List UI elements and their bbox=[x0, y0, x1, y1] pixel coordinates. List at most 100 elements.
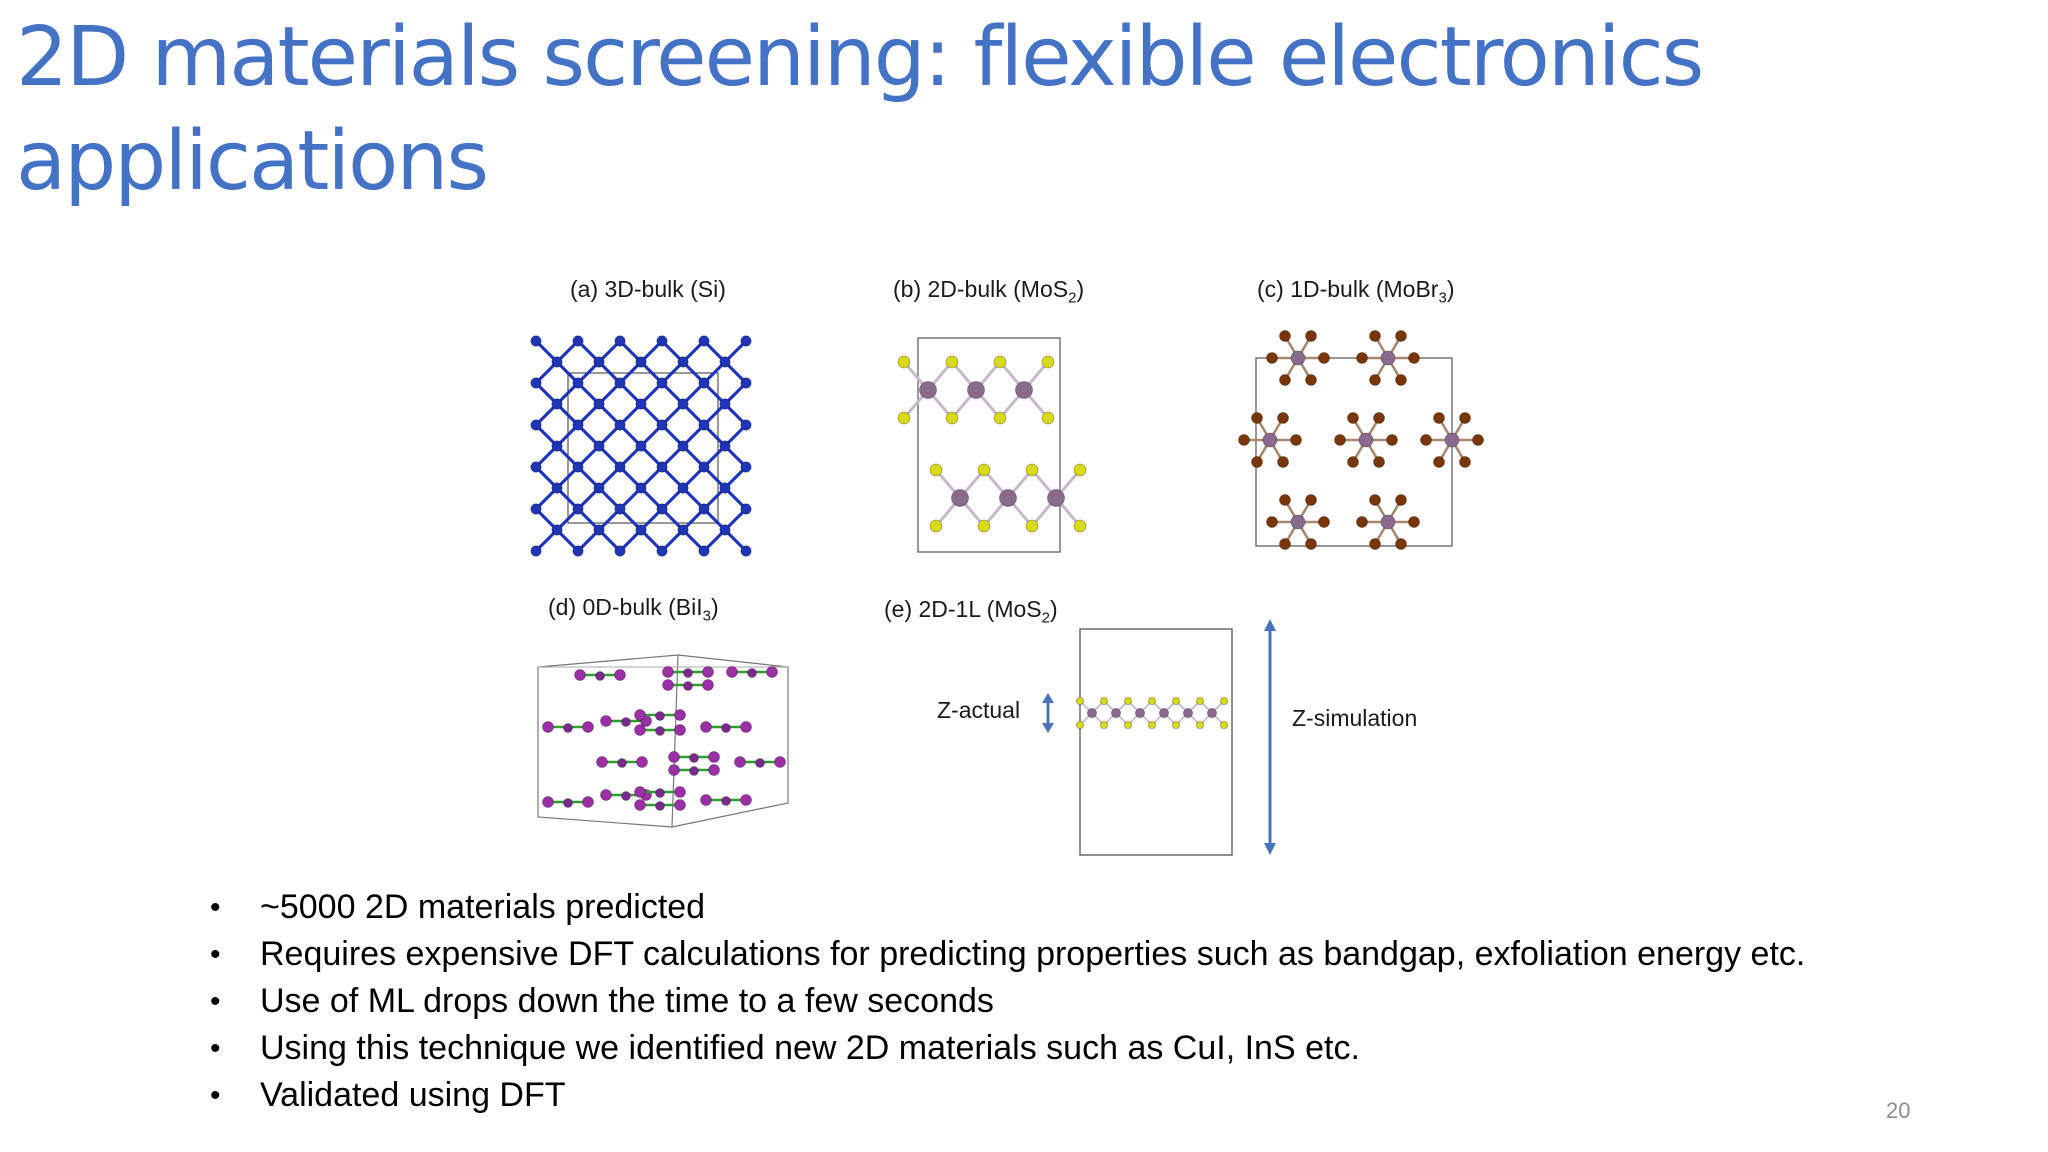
bismuth-atom bbox=[563, 723, 573, 733]
bismuth-atom bbox=[689, 753, 699, 763]
z-actual-label: Z-actual bbox=[937, 697, 1021, 723]
bullet-item: •Use of ML drops down the time to a few … bbox=[205, 978, 1805, 1025]
panel-label-b: (b) 2D-bulk (MoS2) bbox=[893, 276, 1085, 307]
si-atom bbox=[593, 440, 605, 452]
bismuth-atom bbox=[621, 717, 631, 727]
bismuth-atom bbox=[595, 671, 605, 681]
bromine-atom bbox=[1277, 412, 1289, 424]
si-atom bbox=[635, 482, 647, 494]
bromine-atom bbox=[1279, 374, 1291, 386]
bromine-atom bbox=[1318, 352, 1330, 364]
iodine-atom bbox=[774, 756, 786, 768]
bromine-atom bbox=[1408, 352, 1420, 364]
sulfur-atom bbox=[1076, 697, 1085, 706]
bromine-atom bbox=[1251, 456, 1263, 468]
bromine-atom bbox=[1347, 456, 1359, 468]
iodine-atom bbox=[542, 721, 554, 733]
sulfur-atom bbox=[1148, 721, 1157, 730]
iodine-atom bbox=[708, 751, 720, 763]
si-atom bbox=[656, 545, 668, 557]
iodine-atom bbox=[668, 764, 680, 776]
sulfur-atom bbox=[1195, 697, 1204, 706]
iodine-atom bbox=[700, 794, 712, 806]
bullet-dot-icon: • bbox=[210, 891, 221, 924]
si-atom bbox=[551, 356, 563, 368]
bromine-atom bbox=[1266, 516, 1278, 528]
molybdenum-atom bbox=[919, 381, 937, 399]
panel-label-c: (c) 1D-bulk (MoBr3) bbox=[1257, 276, 1455, 307]
sulfur-atom bbox=[993, 411, 1007, 425]
iodine-atom bbox=[582, 796, 594, 808]
bromine-atom bbox=[1395, 494, 1407, 506]
slide-title: 2D materials screening: flexible electro… bbox=[16, 10, 1704, 209]
bullet-item: •Requires expensive DFT calculations for… bbox=[205, 931, 1805, 978]
bromine-atom bbox=[1395, 374, 1407, 386]
iodine-atom bbox=[582, 721, 594, 733]
iodine-atom bbox=[702, 666, 714, 678]
si-lattice-diagram bbox=[530, 335, 752, 557]
iodine-atom bbox=[634, 724, 646, 736]
bullet-item: •~5000 2D materials predicted bbox=[205, 884, 1805, 931]
page-number: 20 bbox=[1886, 1098, 1911, 1123]
molybdenum-atom bbox=[1135, 708, 1146, 719]
bullet-dot-icon: • bbox=[210, 1032, 221, 1065]
bismuth-atom bbox=[689, 766, 699, 776]
iodine-atom bbox=[542, 796, 554, 808]
molybdenum-atom bbox=[1358, 432, 1374, 448]
bromine-atom bbox=[1290, 434, 1302, 446]
sulfur-atom bbox=[1219, 721, 1228, 730]
unit-cell bbox=[1079, 628, 1233, 856]
si-atom bbox=[740, 545, 752, 557]
molybdenum-atom bbox=[1111, 708, 1122, 719]
si-atom bbox=[740, 419, 752, 431]
si-atom bbox=[740, 377, 752, 389]
si-atom bbox=[614, 335, 626, 347]
sulfur-atom bbox=[929, 463, 943, 477]
si-atom bbox=[551, 398, 563, 410]
bromine-atom bbox=[1373, 412, 1385, 424]
molybdenum-atom bbox=[1047, 489, 1065, 507]
sulfur-atom bbox=[977, 463, 991, 477]
si-atom bbox=[719, 482, 731, 494]
bromine-atom bbox=[1305, 330, 1317, 342]
bromine-atom bbox=[1369, 538, 1381, 550]
iodine-atom bbox=[636, 756, 648, 768]
sulfur-atom bbox=[1124, 697, 1133, 706]
bismuth-atom bbox=[721, 796, 731, 806]
si-atom bbox=[614, 461, 626, 473]
si-atom bbox=[614, 545, 626, 557]
iodine-atom bbox=[740, 794, 752, 806]
si-atom bbox=[614, 419, 626, 431]
bismuth-atom bbox=[617, 758, 627, 768]
si-atom bbox=[572, 377, 584, 389]
bromine-atom bbox=[1459, 412, 1471, 424]
sulfur-atom bbox=[1171, 697, 1180, 706]
bromine-atom bbox=[1420, 434, 1432, 446]
si-atom bbox=[593, 524, 605, 536]
cell-edge bbox=[671, 654, 679, 828]
iodine-atom bbox=[766, 666, 778, 678]
si-atom bbox=[614, 503, 626, 515]
iodine-atom bbox=[574, 669, 586, 681]
iodine-atom bbox=[600, 789, 612, 801]
si-atom bbox=[677, 482, 689, 494]
iodine-atom bbox=[726, 666, 738, 678]
sulfur-atom bbox=[897, 355, 911, 369]
bromine-atom bbox=[1238, 434, 1250, 446]
bromine-atom bbox=[1459, 456, 1471, 468]
bromine-atom bbox=[1433, 456, 1445, 468]
bromine-atom bbox=[1373, 456, 1385, 468]
iodine-atom bbox=[662, 679, 674, 691]
si-atom bbox=[698, 461, 710, 473]
bismuth-atom bbox=[621, 791, 631, 801]
sulfur-atom bbox=[1171, 721, 1180, 730]
si-atom bbox=[593, 356, 605, 368]
iodine-atom bbox=[674, 799, 686, 811]
z-simulation-label: Z-simulation bbox=[1292, 705, 1418, 731]
bismuth-atom bbox=[655, 801, 665, 811]
molybdenum-atom bbox=[999, 489, 1017, 507]
bromine-atom bbox=[1472, 434, 1484, 446]
molybdenum-atom bbox=[1444, 432, 1460, 448]
sulfur-atom bbox=[1073, 463, 1087, 477]
iodine-atom bbox=[740, 721, 752, 733]
